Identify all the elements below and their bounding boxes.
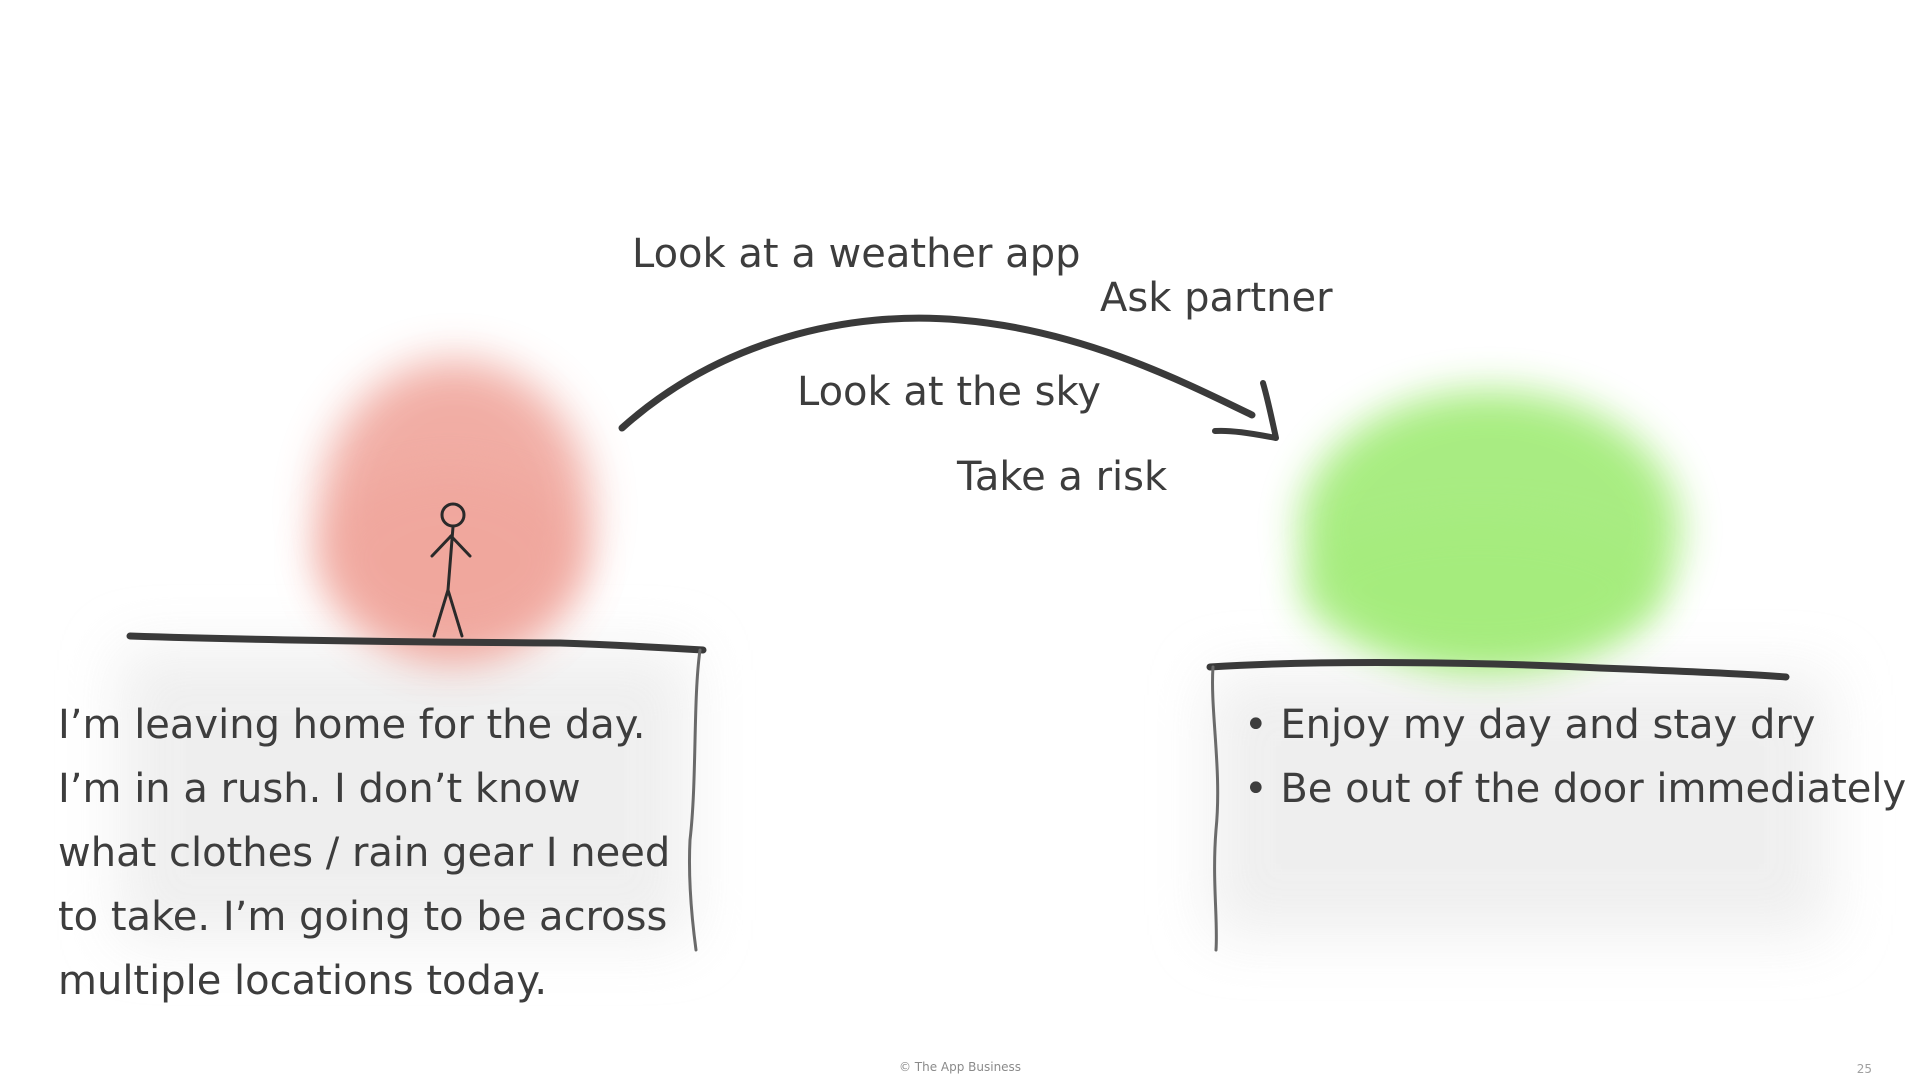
goal-item: Be out of the door immediately <box>1244 757 1906 821</box>
arrow-head <box>1212 380 1279 441</box>
left-cliff-shade <box>120 650 690 940</box>
current-situation-text: I’m leaving home for the day. I’m in a r… <box>58 693 698 1013</box>
right-cliff-top <box>1206 659 1790 681</box>
option-look-at-sky: Look at the sky <box>797 369 1101 415</box>
situation-line: I’m in a rush. I don’t know <box>58 766 581 812</box>
situation-line: to take. I’m going to be across <box>58 894 668 940</box>
left-cliff-edge <box>687 648 702 952</box>
left-cliff-top <box>126 632 707 654</box>
situation-line: I’m leaving home for the day. <box>58 702 646 748</box>
option-ask-partner: Ask partner <box>1100 275 1333 321</box>
option-weather-app: Look at a weather app <box>632 231 1081 277</box>
desired-state-cloud <box>1300 390 1680 670</box>
right-cliff-edge <box>1211 665 1220 952</box>
stick-figure <box>430 502 472 638</box>
journey-arrow <box>618 314 1256 432</box>
footer-credit: © The App Business <box>898 1060 1022 1074</box>
page-number: 25 <box>1856 1062 1872 1076</box>
situation-line: what clothes / rain gear I need <box>58 830 671 876</box>
situation-line: multiple locations today. <box>58 958 548 1004</box>
goal-item: Enjoy my day and stay dry <box>1244 693 1904 757</box>
goals-list: Enjoy my day and stay dry Be out of the … <box>1244 693 1906 821</box>
option-take-risk: Take a risk <box>957 454 1168 500</box>
